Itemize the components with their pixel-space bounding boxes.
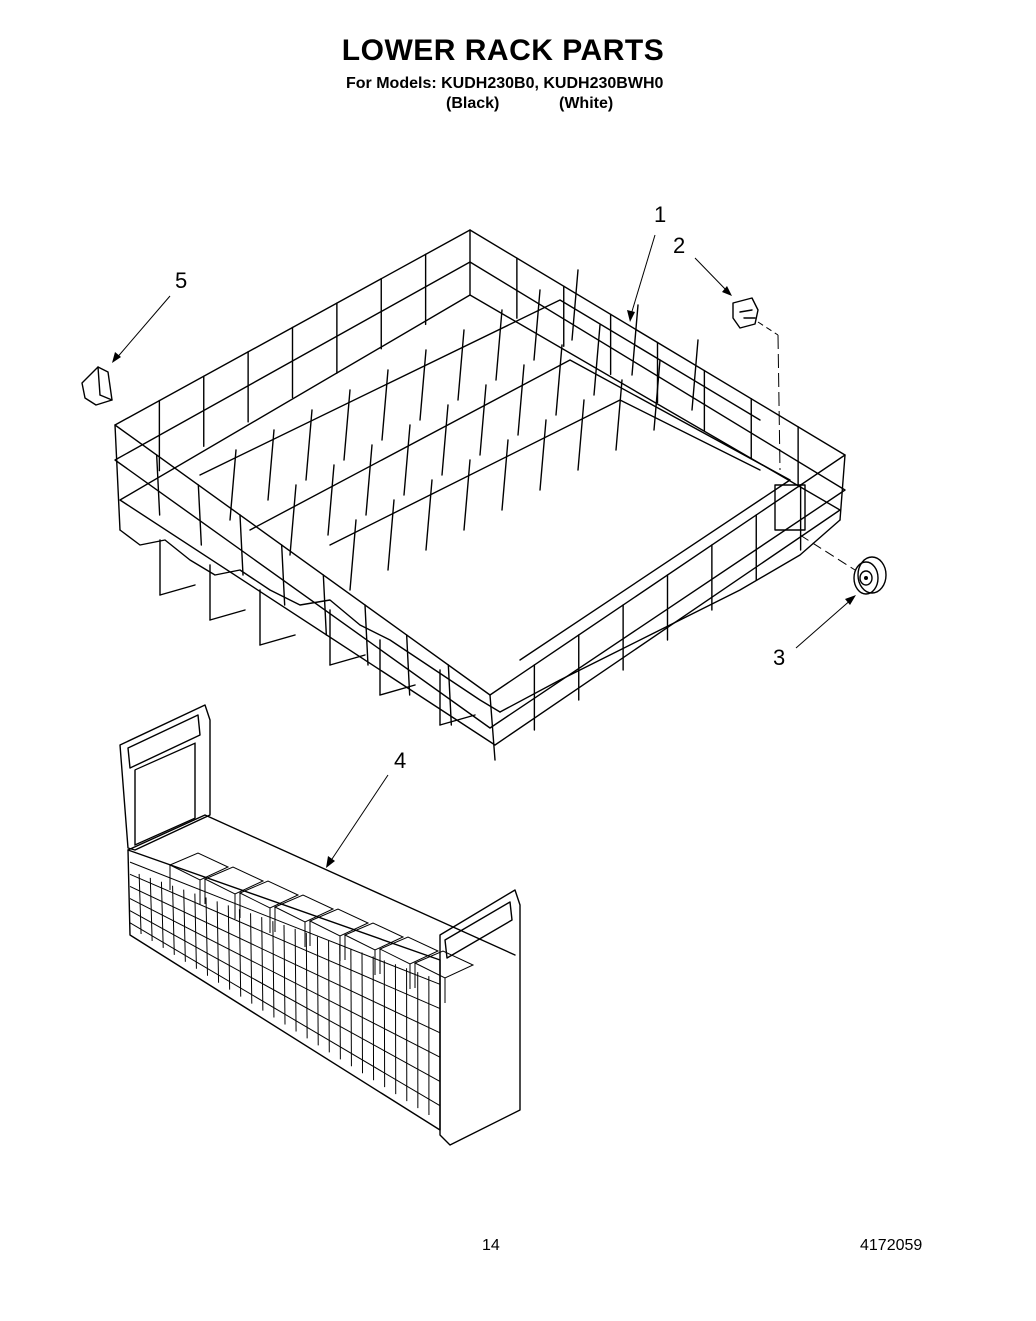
lower-rack-drawing (114, 229, 846, 761)
models-line: For Models: KUDH230B0, KUDH230BWH0 (346, 75, 664, 92)
page-number: 14 (482, 1237, 500, 1254)
rack-clip-part (81, 366, 113, 406)
leader-line-2 (694, 257, 729, 293)
leader-line-3 (795, 597, 854, 649)
callout-5: 5 (175, 268, 188, 293)
silverware-basket-drawing (119, 704, 521, 1146)
leader-line-1 (629, 234, 656, 319)
color-white-label: (White) (559, 95, 614, 112)
leader-line-4 (327, 774, 389, 866)
callout-3: 3 (773, 645, 786, 670)
document-number: 4172059 (860, 1237, 923, 1254)
callout-4: 4 (394, 748, 407, 773)
callout-1: 1 (654, 202, 667, 227)
rack-wheel-part (853, 556, 887, 595)
leader-line-5 (114, 295, 171, 361)
color-black-label: (Black) (446, 95, 500, 112)
rack-stop-part (732, 297, 759, 329)
page-title: LOWER RACK PARTS (341, 34, 665, 67)
callout-2: 2 (673, 233, 686, 258)
